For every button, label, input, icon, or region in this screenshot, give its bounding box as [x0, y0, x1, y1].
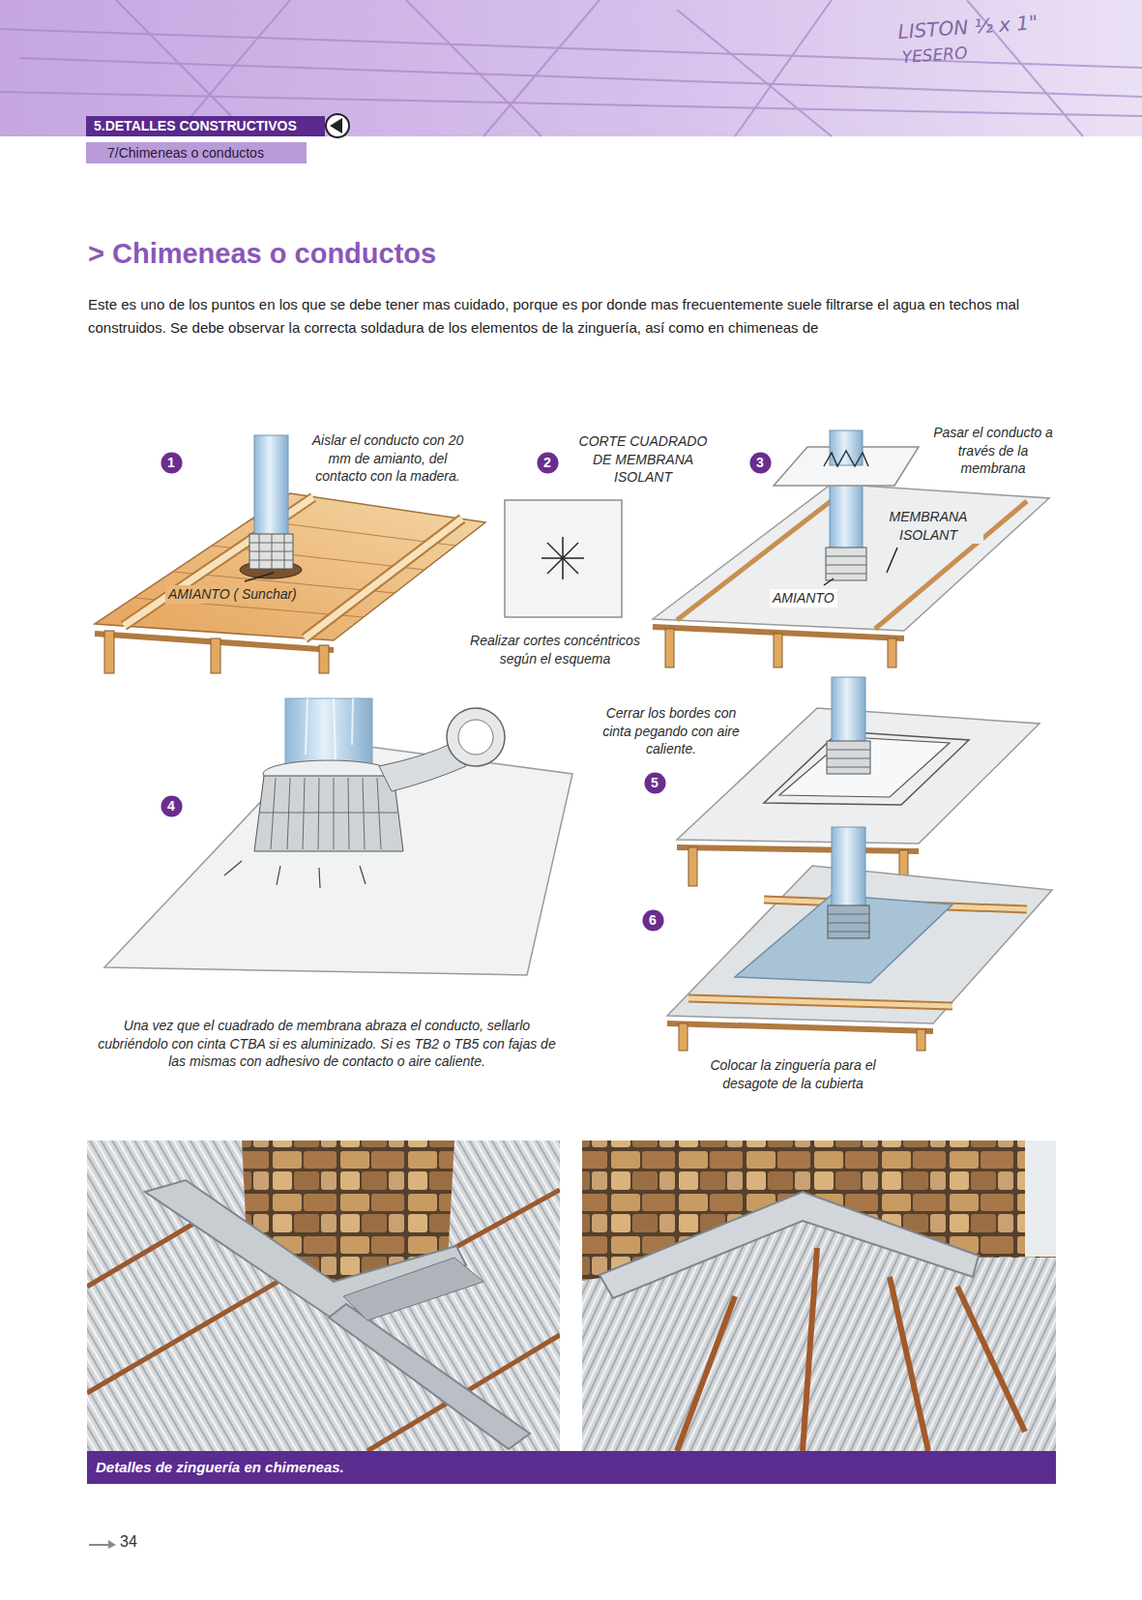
callout-circle [642, 908, 664, 931]
caption-band: Detalles de zinguería en chimeneas. [87, 1450, 1056, 1484]
callout-number: 2 [536, 451, 559, 474]
callout-number: 6 [642, 908, 665, 932]
tab-label: 7/Chimeneas o conductos [107, 142, 264, 164]
callout-number: 6 [648, 908, 657, 932]
step-note: CORTE CUADRADO DE MEMBRANA ISOLANT [572, 432, 714, 487]
part-label: AMIANTO [769, 588, 838, 608]
callout-number: 3 [749, 451, 772, 474]
callout-number: 1 [160, 451, 183, 474]
callout-number: 4 [167, 794, 176, 818]
step-note: Cerrar los bordes con cinta pegando con … [601, 703, 741, 759]
callout-number: 3 [756, 451, 764, 474]
part-label: MEMBRANA ISOLANT [873, 507, 984, 544]
page-title: > Chimeneas o conductos [87, 237, 437, 270]
photo-caption: Detalles de zinguería en chimeneas. [95, 1450, 1056, 1484]
callout-circle [160, 451, 182, 473]
body-text: Este es uno de los puntos en los que se … [87, 292, 1055, 340]
step-note: Colocar la zinguería para el desagote de… [692, 1055, 894, 1092]
callout-circle [160, 794, 182, 817]
section-tab: 5.DETALLES CONSTRUCTIVOS [86, 116, 325, 137]
callout-number: 4 [160, 794, 183, 818]
step-note: Realizar cortes concéntricos según el es… [469, 631, 641, 668]
step-note: Pasar el conducto a través de la membran… [929, 423, 1057, 478]
tab-label: 5.DETALLES CONSTRUCTIVOS [93, 116, 297, 137]
page-number: 34 [119, 1532, 138, 1552]
callout-circle [749, 451, 771, 473]
callout-number: 1 [167, 451, 176, 474]
callout-number: 5 [650, 771, 659, 794]
subsection-tab: 7/Chimeneas o conductos [86, 142, 307, 164]
callout-circle [536, 451, 558, 473]
part-label: AMIANTO ( Sunchar) [165, 585, 300, 604]
step-note: Una vez que el cuadrado de membrana abra… [92, 1016, 561, 1071]
callout-number: 5 [644, 771, 667, 794]
step-note: Aislar el conducto con 20 mm de amianto,… [303, 431, 472, 486]
callout-circle [644, 771, 666, 793]
callout-number: 2 [543, 451, 552, 474]
